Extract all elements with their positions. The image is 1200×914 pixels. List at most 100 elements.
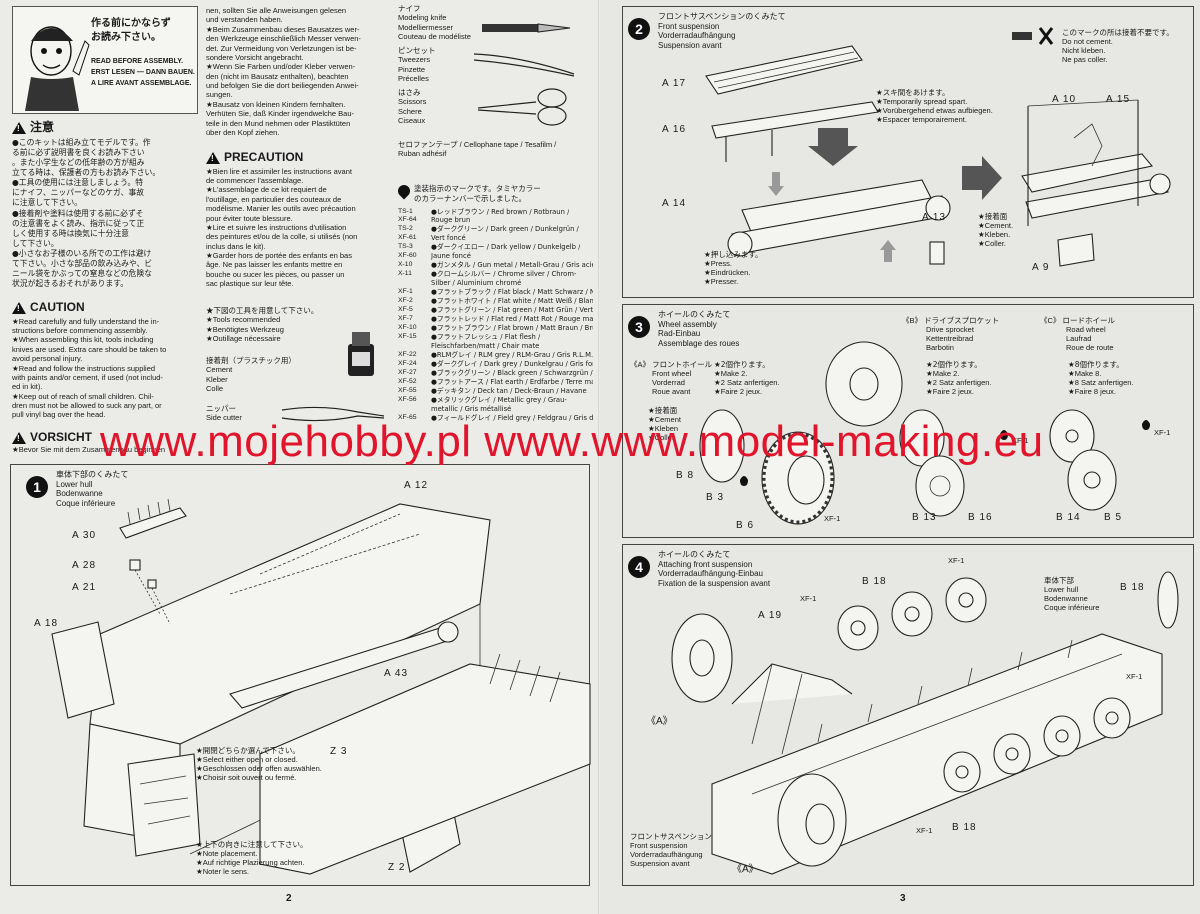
step-2-line: Suspension avant [658, 40, 722, 50]
step-4-title: ホイールのくみたて Attaching front suspension Vor… [658, 550, 770, 588]
variant-a-mark: 《A》 [646, 716, 673, 727]
note-jp: ★開閉どちらか選んで下さい。 [196, 746, 300, 755]
tool-cement: 接着剤（プラスチック用） Cement Kleber Colle [206, 356, 326, 394]
german-line: und verstanden haben. [206, 15, 283, 25]
part-label: B 8 [676, 470, 695, 481]
step-3-line: Rad-Einbau [658, 329, 701, 339]
paint-row: XF-10 ●フラットブラウン / Flat brown / Matt Braun… [398, 324, 594, 333]
german-line: det. Zur Vermeidung von Verletzungen ist… [206, 43, 357, 53]
precaution-line: sac plastique sur leur tête. [206, 279, 294, 289]
caution-jp-line: ●工具の使用には注意しましょう。特 [12, 178, 144, 188]
press-line: ★Press. [704, 259, 732, 268]
caution-line: ★Read carefully and fully understand the… [12, 316, 160, 326]
paint-name: ●フラットブラウン / Flat brown / Matt Braun / Br… [431, 324, 593, 333]
part-label: B 13 [912, 512, 937, 523]
paint-row: TS-1 XF-64●レッドブラウン / Red brown / Rotbrau… [398, 208, 594, 226]
paint-row: XF-55●デッキタン / Deck tan / Deck-Braun / Ha… [398, 387, 594, 396]
precaution-heading: PRECAUTION [206, 150, 388, 165]
scissors-line: Scissors [398, 97, 427, 107]
intro-fr-line: A LIRE AVANT ASSEMBLAGE. [91, 79, 192, 87]
side-cutter-icon [281, 406, 385, 422]
caution-line: knives are used. Extra care should be ta… [12, 344, 167, 354]
paint-name: ●フラットレッド / Flat red / Matt Rot / Rouge m… [431, 315, 593, 324]
paint-code: TS-1 XF-64 [398, 207, 417, 224]
paint-row: XF-24●ダークグレイ / Dark grey / Dunkelgrau / … [398, 360, 594, 369]
variant-a-label: 《A》 [630, 360, 651, 369]
road-wheel-line: Laufrad [1066, 334, 1092, 343]
step-2-number: 2 [628, 18, 650, 40]
paint-row: XF-5●フラットグリーン / Flat green / Matt Grün /… [398, 306, 594, 315]
caution-jp-line: 。また小学生などの低年齢の方が組み [12, 157, 145, 167]
caution-jp-heading: 注意 [12, 120, 198, 135]
caution-jp-line: て下さい。小さな部品の飲み込みや、ビ [12, 259, 153, 269]
intro-box: 作る前にかならず お読み下さい。 READ BEFORE ASSEMBLY. E… [12, 6, 198, 114]
caution-jp-line: の注意書をよく読み、指示に従って正 [12, 218, 145, 228]
part-label: A 10 [1052, 94, 1077, 105]
note-line: ★Geschlossen oder offen auswählen. [196, 764, 322, 773]
lower-hull-drawing [51, 498, 591, 875]
precaution-line: bouche ou sucer les pièces, ou passer un [206, 269, 345, 279]
vorsicht-line: ★Bevor Sie mit dem Zusammenbau beginnen [12, 444, 166, 454]
sprocket-jp: ドライブスプロケット [924, 316, 1000, 325]
paint-row: XF-2●フラットホワイト / Flat white / Matt Weiß /… [398, 297, 594, 306]
cement-line: ★Cement [648, 415, 681, 424]
note-line: ★Note placement. [196, 849, 258, 858]
caution-jp-line: ●このキットは組み立てモデルです。作 [12, 137, 151, 147]
make-line: ★Faire 2 jeux. [926, 387, 974, 396]
tape-jp: セロファンテープ [398, 140, 458, 149]
cement-line: ★Kleben. [978, 230, 1011, 239]
paint-name: ●ダークグリーン / Dark green / Dunkelgrün /Vert… [431, 225, 579, 243]
paint-legend: 塗装指示のマークです。タミヤカラー のカラーナンバーで示しました。 TS-1 X… [395, 182, 594, 423]
sprocket-line: Drive sprocket [926, 325, 974, 334]
german-line: sungen. [206, 90, 233, 100]
part-label: A 28 [72, 560, 97, 571]
paint-code: XF-10 [398, 324, 417, 332]
caution-jp-line: ●小さなお子様のいる所での工作は避け [12, 249, 152, 258]
precaution-line: l'outillage, en particulier des couteaux… [206, 194, 342, 204]
step-2-box [622, 6, 1194, 298]
paint-code: XF-7 [398, 315, 413, 323]
tool-nipper: ニッパー Side cutter [206, 404, 296, 423]
cement-line: ★Cement. [978, 221, 1014, 230]
warning-icon [12, 121, 26, 134]
paint-code: XF-65 [398, 413, 417, 421]
paint-row: X-11 ●クロームシルバー / Chrome silver / Chrom-Si… [398, 270, 594, 288]
paint-row: XF-56 ●メタリックグレイ / Metallic grey / Grau-me… [398, 396, 594, 414]
suspension-attach-drawing [671, 571, 1179, 875]
step-3-box [622, 304, 1194, 538]
paint-name: ●クロームシルバー / Chrome silver / Chrom-Silber… [431, 270, 577, 288]
caution-jp-line: 立てる時は、保護者の方もお読み下さい。 [12, 168, 161, 177]
tweezers-icon [473, 53, 575, 77]
paint-mark: XF-1 [800, 594, 817, 603]
tools-header-line: ★Benötigtes Werkzeug [206, 324, 284, 334]
german-line: ★Beim Zusammenbau dieses Bausatzes wer- [206, 24, 360, 34]
note-line: ★Choisir soit ouvert ou fermé. [196, 773, 297, 782]
paint-row: XF-7 ●フラットレッド / Flat red / Matt Rot / Rou… [398, 315, 594, 324]
paint-name: ●メタリックグレイ / Metallic grey / Grau-metalli… [431, 395, 567, 413]
part-label: Z 2 [388, 862, 406, 873]
no-cement-line: Ne pas coller. [1062, 55, 1108, 64]
part-label: A 14 [662, 198, 687, 209]
paint-mark: XF-1 [948, 556, 965, 565]
tweezers-line: Pinzette [398, 64, 426, 74]
nipper-line: Side cutter [206, 413, 242, 423]
sprocket-line: Kettentreibrad [926, 334, 974, 343]
paint-header-line: のカラーナンバーで示しました。 [414, 193, 527, 203]
german-line: nen, sollten Sie alle Anweisungen gelese… [206, 6, 347, 15]
german-line: sondere Vorsicht angebracht. [206, 52, 304, 62]
precaution-section: PRECAUTION ★Bien lire et assimiler les i… [206, 150, 388, 289]
step-4-line: Attaching front suspension [658, 559, 753, 569]
paint-row: XF-22●RLMグレイ / RLM grey / RLM-Grau / Gri… [398, 351, 594, 360]
part-label: A 19 [758, 610, 783, 621]
vorsicht-heading: VORSICHT [12, 430, 198, 445]
tweezers-jp: ピンセット [398, 46, 436, 55]
step-3-line: Assemblage des roues [658, 338, 740, 348]
paint-code: XF-56 [398, 395, 417, 403]
part-label: A 18 [34, 618, 59, 629]
part-label: A 30 [72, 530, 97, 541]
paint-name: ●フラットアース / Flat earth / Erdfarbe / Terre… [431, 377, 593, 386]
vorsicht-section: VORSICHT ★Bevor Sie mit dem Zusammenbau … [12, 430, 198, 454]
paint-code: X-11 [398, 270, 412, 278]
paint-row: TS-2 XF-61●ダークグリーン / Dark green / Dunkel… [398, 225, 594, 243]
make-jp: ★8個作ります。 [1068, 360, 1124, 369]
